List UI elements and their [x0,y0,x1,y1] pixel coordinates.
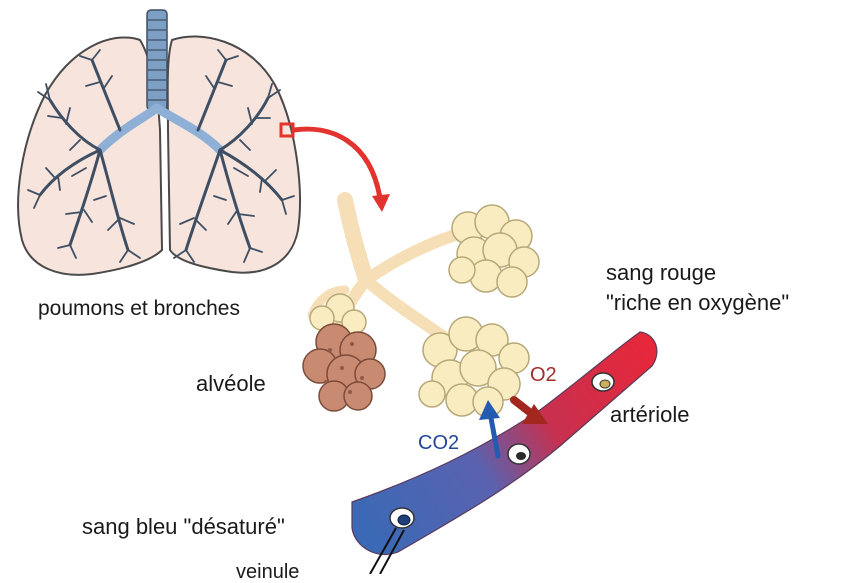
bottom-cut-label: veinule [236,562,299,582]
blood-cell-red [592,373,614,391]
co2-label: CO2 [418,433,459,453]
alveole-label: alvéole [196,373,266,395]
blood-cell-blue [390,508,414,528]
alveole-brown [303,324,385,411]
arteriole-label: artériole [610,404,689,426]
lungs-illustration [18,10,300,275]
lungs-label: poumons et bronches [38,298,240,319]
red-blood-label-line1: sang rouge [606,262,716,284]
o2-label: O2 [530,365,557,385]
alveoli-cluster-upper [449,205,539,297]
right-lung [168,36,300,272]
blood-cell-mid [508,444,530,464]
blue-blood-label: sang bleu "désaturé" [82,516,285,538]
red-blood-label-line2: "riche en oxygène" [606,292,789,314]
